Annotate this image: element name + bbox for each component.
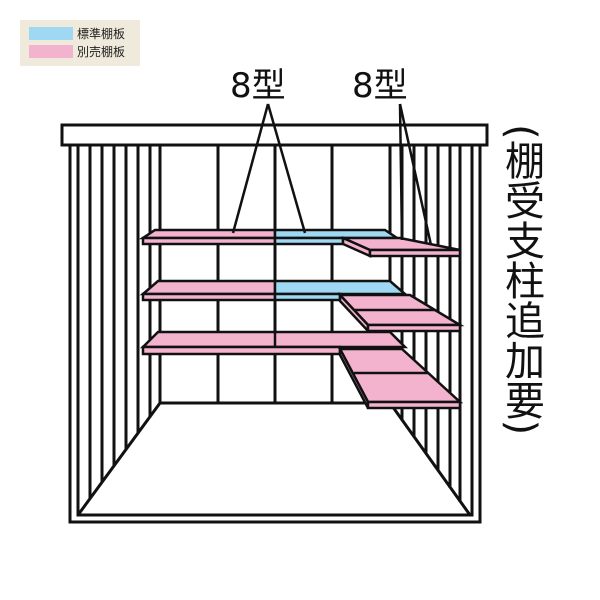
legend-item-optional: 別売棚板 [29,44,126,59]
shelf-board-optional [139,279,277,296]
legend-swatch-optional [29,44,73,58]
shelf-level-2 [139,279,465,335]
shelf-level-3 [139,330,464,410]
legend-label: 別売棚板 [77,44,126,59]
floor-edge [76,402,162,516]
left-wall-ribs [88,145,152,499]
shelf-level-1 [138,228,462,258]
type-label-right: 8型 [352,66,408,106]
support-post-note: (棚受支柱追加要) [498,124,544,436]
shelf-board-standard [273,279,409,296]
legend-item-standard: 標準棚板 [29,26,126,41]
floor-edge [388,402,472,516]
legend: 標準棚板 別売棚板 [20,20,140,66]
legend-swatch-standard [29,26,73,40]
type-label-left: 8型 [230,66,286,106]
shelf-edge-standard [273,236,345,246]
leader-lines [231,103,433,246]
legend-label: 標準棚板 [77,26,126,41]
shelf-edge-optional [141,236,277,246]
